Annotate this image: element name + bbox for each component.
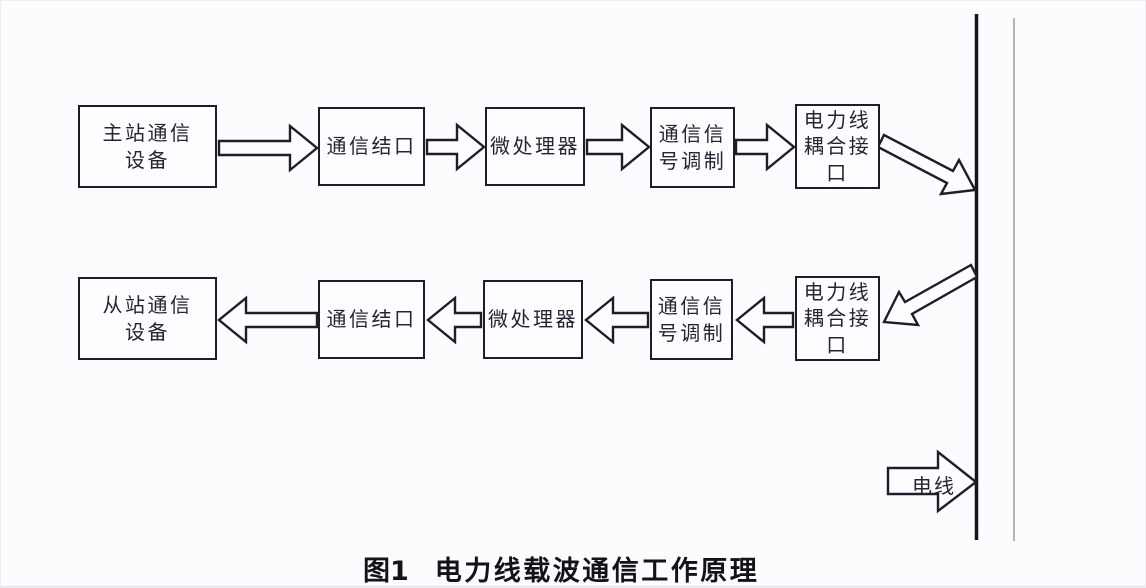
arrow-left-interface-to-slave <box>217 295 319 345</box>
arrow-right-mcu-to-modulation <box>585 122 651 172</box>
box-powerline-coupling-top: 电力线 耦合接 口 <box>795 104 880 189</box>
box-label: 微处理器 <box>490 134 580 159</box>
box-master-comm-device: 主站通信 设备 <box>78 105 217 188</box>
box-label: 电力线 耦合接 口 <box>803 107 872 185</box>
box-label: 通信信 号调制 <box>658 122 727 173</box>
wire-label: 电线 <box>912 474 956 498</box>
arrow-right-master-to-interface <box>217 123 319 173</box>
arrow-diagonal-line-to-coupling <box>882 263 979 327</box>
arrow-diagonal-coupling-to-line <box>876 133 977 196</box>
box-label: 电力线 耦合接 口 <box>803 279 872 357</box>
box-microprocessor-bottom: 微处理器 <box>483 280 583 359</box>
box-signal-modulation-top: 通信信 号调制 <box>650 107 735 188</box>
arrow-right-modulation-to-coupling <box>734 122 796 172</box>
box-label: 通信结口 <box>326 307 417 332</box>
wire-label-arrow <box>886 449 978 514</box>
box-label: 主站通信 设备 <box>102 121 193 172</box>
box-label: 从站通信 设备 <box>102 293 193 344</box>
box-powerline-coupling-bottom: 电力线 耦合接 口 <box>795 276 880 361</box>
arrow-left-mcu-to-interface <box>426 295 483 345</box>
box-slave-comm-device: 从站通信 设备 <box>78 277 217 360</box>
box-comm-interface-top: 通信结口 <box>318 107 425 186</box>
arrow-left-modulation-to-mcu <box>584 295 650 345</box>
box-label: 通信信 号调制 <box>657 294 726 345</box>
figure-title: 电力线载波通信工作原理 <box>434 556 760 587</box>
arrow-left-coupling-to-modulation <box>735 295 795 345</box>
figure-number: 图1 <box>363 556 409 587</box>
arrow-right-interface-to-mcu <box>425 122 486 172</box>
figure-caption: 图1 电力线载波通信工作原理 <box>363 549 759 588</box>
box-comm-interface-bottom: 通信结口 <box>318 280 425 359</box>
box-microprocessor-top: 微处理器 <box>485 107 585 186</box>
box-label: 微处理器 <box>488 307 578 332</box>
box-signal-modulation-bottom: 通信信 号调制 <box>650 279 733 360</box>
box-label: 通信结口 <box>326 134 417 159</box>
